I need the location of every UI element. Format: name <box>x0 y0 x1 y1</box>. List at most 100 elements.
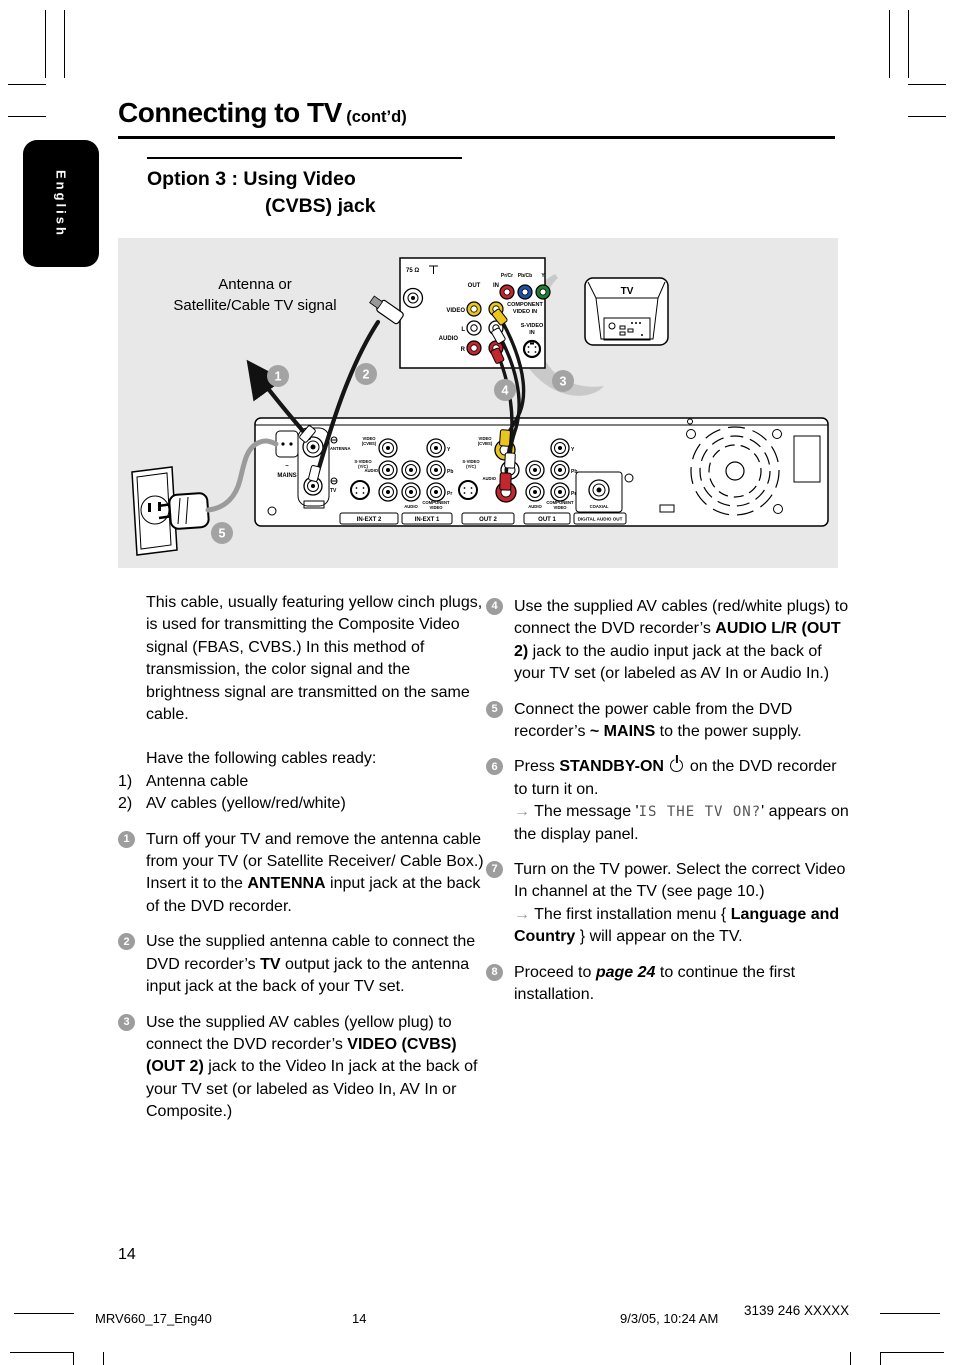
footer-filename: MRV660_17_Eng40 <box>95 1311 212 1326</box>
callout-2: 2 <box>355 363 377 385</box>
crop-mark <box>8 116 46 117</box>
step-8: 8 Proceed to page 24 to continue the fir… <box>486 962 854 1007</box>
crop-mark <box>850 1352 851 1365</box>
svg-text:Y: Y <box>571 447 575 453</box>
svg-text:VIDEO IN: VIDEO IN <box>513 309 537 315</box>
svg-text:S-VIDEO: S-VIDEO <box>354 459 372 464</box>
svg-text:AUDIO: AUDIO <box>404 504 418 509</box>
step-2: 2 Use the supplied antenna cable to conn… <box>118 931 486 998</box>
step-number-badge: 3 <box>118 1013 135 1031</box>
page-title: Connecting to TV (cont’d) <box>118 97 407 129</box>
svg-text:3: 3 <box>560 375 567 389</box>
svg-text:TV: TV <box>330 488 337 494</box>
crop-mark <box>880 1352 944 1353</box>
svg-text:COMPONENT: COMPONENT <box>507 302 543 308</box>
section-heading: Option 3 : Using Video (CVBS) jack <box>147 157 462 220</box>
svg-text:(CVBS): (CVBS) <box>362 441 377 446</box>
crop-mark <box>908 84 946 85</box>
antenna-signal-cable <box>246 359 316 443</box>
tv-icon: TV <box>584 277 669 346</box>
power-cable <box>205 438 279 513</box>
step-text: Proceed to page 24 to continue the first… <box>514 963 796 1004</box>
step-text: Connect the power cable from the DVD rec… <box>514 700 802 741</box>
callout-1: 1 <box>267 365 289 387</box>
step-6: 6 Press STANDBY-ON on the DVD recorder t… <box>486 756 854 846</box>
callout-5: 5 <box>211 522 233 544</box>
left-column: This cable, usually featuring yellow cin… <box>118 592 486 1124</box>
svg-text:IN-EXT 1: IN-EXT 1 <box>415 517 440 523</box>
svg-text:AUDIO: AUDIO <box>483 476 497 481</box>
step-3: 3 Use the supplied AV cables (yellow plu… <box>118 1012 486 1124</box>
language-tab-label: English <box>53 169 69 238</box>
svg-text:TV: TV <box>621 286 634 297</box>
svg-text:Pb: Pb <box>571 469 577 475</box>
page-number: 14 <box>118 1246 136 1263</box>
svg-text:COMPONENT: COMPONENT <box>422 500 450 505</box>
tv-back-panel: 75 Ω OUT IN VIDEO L AUDIO R Pr/Cr Pb/Cb … <box>399 257 551 369</box>
step-text: Turn off your TV and remove the antenna … <box>146 830 484 915</box>
connection-diagram: Antenna or Satellite/Cable TV signal TV … <box>118 238 838 568</box>
svg-text:OUT: OUT <box>468 283 481 289</box>
svg-text:S-VIDEO: S-VIDEO <box>462 459 480 464</box>
svg-text:S-VIDEO: S-VIDEO <box>521 323 544 329</box>
section-heading-line2: (CVBS) jack <box>265 195 376 217</box>
svg-text:VIDEO: VIDEO <box>429 505 443 510</box>
svg-text:IN: IN <box>529 330 535 336</box>
svg-text:Pb: Pb <box>447 469 453 475</box>
signal-label: Antenna or Satellite/Cable TV signal <box>173 276 336 314</box>
language-tab: English <box>23 140 99 267</box>
section-heading-line1: Option 3 : Using Video <box>147 168 356 190</box>
crop-mark <box>8 84 46 85</box>
callout-3: 3 <box>552 370 574 392</box>
svg-text:IN: IN <box>493 283 499 289</box>
footer-datetime: 9/3/05, 10:24 AM <box>620 1311 719 1326</box>
svg-text:75 Ω: 75 Ω <box>406 268 419 274</box>
cable-list-text: Antenna cable <box>146 772 249 790</box>
step-number-badge: 2 <box>118 933 135 951</box>
svg-text:AUDIO: AUDIO <box>528 504 542 509</box>
step-number-badge: 1 <box>118 830 135 848</box>
svg-text:Pb/Cb: Pb/Cb <box>518 273 532 279</box>
footer-part-code: 3139 246 XXXXX <box>744 1303 850 1318</box>
svg-text:ANTENNA: ANTENNA <box>330 446 350 451</box>
step-text: Use the supplied AV cables (yellow plug)… <box>146 1013 478 1121</box>
callout-4: 4 <box>494 379 516 401</box>
svg-text:R: R <box>461 347 466 353</box>
svg-text:(Y/C): (Y/C) <box>358 464 368 469</box>
svg-text:2: 2 <box>363 368 370 382</box>
step-text: Use the supplied AV cables (red/white pl… <box>514 598 849 683</box>
svg-text:VIDEO: VIDEO <box>362 436 376 441</box>
svg-text:Y: Y <box>541 273 545 279</box>
standby-power-icon <box>670 759 684 773</box>
step-number-badge: 5 <box>486 700 503 718</box>
rf-antenna-cable <box>308 295 404 482</box>
svg-text:DIGITAL AUDIO OUT: DIGITAL AUDIO OUT <box>578 517 623 522</box>
svg-text:Pr/Cr: Pr/Cr <box>501 273 513 279</box>
svg-text:VIDEO: VIDEO <box>553 505 567 510</box>
cables-ready-line: Have the following cables ready: <box>146 750 377 768</box>
page-title-suffix: (cont’d) <box>346 108 407 126</box>
intro-paragraph: This cable, usually featuring yellow cin… <box>146 594 483 724</box>
crop-mark <box>73 1352 74 1365</box>
step-4: 4 Use the supplied AV cables (red/white … <box>486 596 854 686</box>
crop-mark <box>64 10 65 78</box>
cable-list-number: 1) <box>118 772 133 790</box>
svg-text:VIDEO: VIDEO <box>446 308 465 314</box>
crop-mark <box>889 10 890 78</box>
svg-text:IN-EXT 2: IN-EXT 2 <box>357 517 382 523</box>
svg-text:COAXIAL: COAXIAL <box>590 504 609 509</box>
svg-text:~: ~ <box>285 464 289 470</box>
step-7: 7 Turn on the TV power. Select the corre… <box>486 859 854 949</box>
crop-mark <box>10 1352 74 1353</box>
svg-text:4: 4 <box>502 384 509 398</box>
svg-text:Y: Y <box>447 447 451 453</box>
svg-text:MAINS: MAINS <box>277 473 296 479</box>
title-rule <box>118 136 835 139</box>
svg-text:OUT 1: OUT 1 <box>538 517 556 523</box>
crop-mark <box>908 10 909 78</box>
crop-mark <box>880 1352 881 1365</box>
page-title-main: Connecting to TV <box>118 97 342 128</box>
av-cables <box>490 308 526 491</box>
svg-text:Pr: Pr <box>571 491 576 497</box>
crop-mark <box>103 1352 104 1365</box>
